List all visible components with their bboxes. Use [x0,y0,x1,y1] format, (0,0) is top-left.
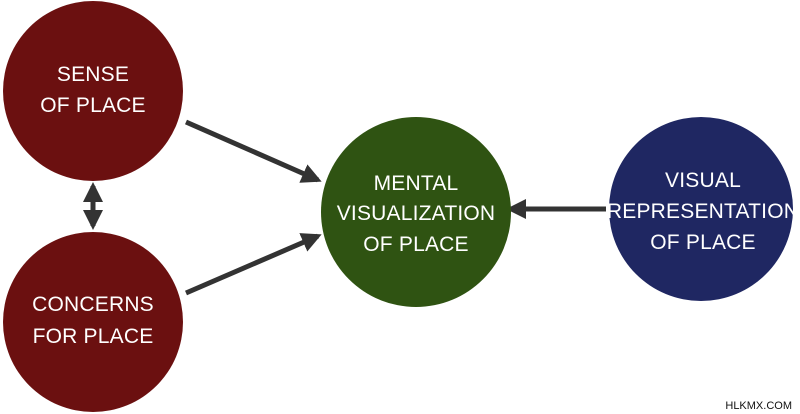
node-visual-circle [609,117,793,301]
node-visual-line1: VISUAL [665,169,741,192]
node-visual-line2: REPRESENTATION [607,200,799,223]
node-concerns-circle [3,232,183,412]
node-visual-representation: VISUAL REPRESENTATION OF PLACE [607,117,799,301]
node-mental-line3: OF PLACE [363,233,468,256]
node-sense-circle [3,1,183,181]
node-mental-line2: VISUALIZATION [337,202,496,225]
arrow-concerns-to-mental [185,233,322,296]
node-mental-circle [321,117,511,307]
node-concerns-for-place: CONCERNS FOR PLACE [3,232,183,412]
node-mental-line1: MENTAL [374,172,459,195]
node-concerns-line2: FOR PLACE [33,325,154,348]
arrow-sense-to-mental [184,119,322,183]
node-sense-line1: SENSE [57,63,129,86]
node-sense-line2: OF PLACE [40,94,145,117]
watermark-text: HLKMX.COM [725,400,792,412]
node-visual-line3: OF PLACE [650,231,755,254]
node-mental-visualization: MENTAL VISUALIZATION OF PLACE [321,117,511,307]
node-sense-of-place: SENSE OF PLACE [3,1,183,181]
node-concerns-line1: CONCERNS [32,293,154,316]
